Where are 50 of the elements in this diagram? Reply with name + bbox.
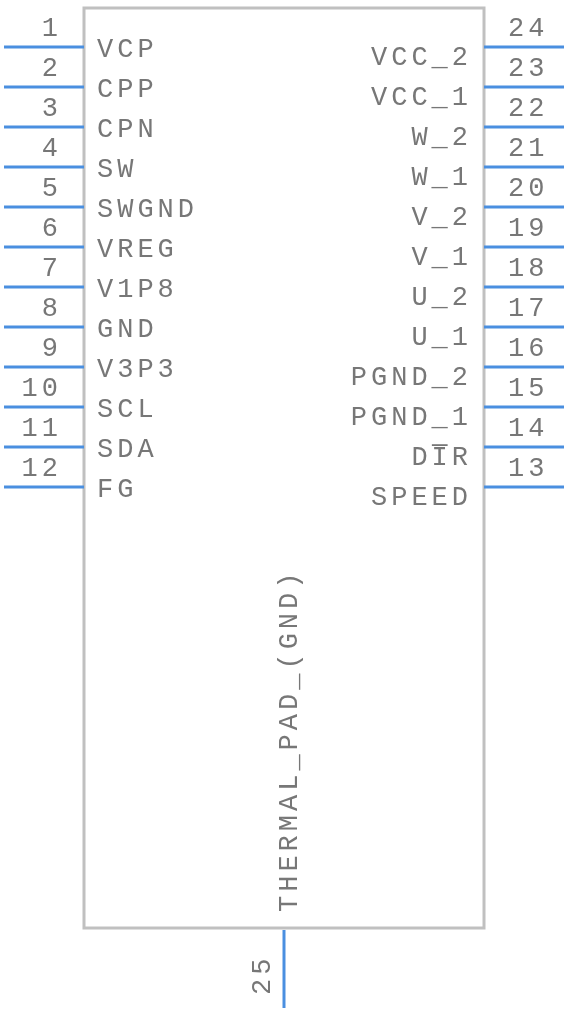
pin-number: 16 [508, 336, 549, 363]
pin-number: 11 [21, 416, 62, 443]
pin-name: U_2 [411, 285, 472, 312]
pin-number: 13 [508, 456, 549, 483]
pin-name: V1P8 [97, 277, 178, 304]
pin-name: CPP [97, 77, 158, 104]
pin-number: 24 [508, 16, 549, 43]
pin-name: FG [97, 477, 138, 504]
pin-name: THERMAL_PAD_(GND) [276, 568, 304, 912]
pin-name: SWGND [97, 197, 198, 224]
pin-number: 20 [508, 176, 549, 203]
pin-number: 14 [508, 416, 549, 443]
pin-number: 10 [21, 376, 62, 403]
pin-name: SDA [97, 437, 158, 464]
pin-number: 17 [508, 296, 549, 323]
pin-number: 23 [508, 56, 549, 83]
pin-name: W_1 [411, 165, 472, 192]
pin-number: 1 [41, 16, 62, 43]
pin-number: 8 [41, 296, 62, 323]
pin-name: V3P3 [97, 357, 178, 384]
pin-number: 19 [508, 216, 549, 243]
pin-number: 12 [21, 456, 62, 483]
pin-name: VREG [97, 237, 178, 264]
pin-number: 6 [41, 216, 62, 243]
pin-name: VCC_1 [371, 85, 472, 112]
pin-name: VCP [97, 37, 158, 64]
pin-name: PGND_2 [350, 365, 472, 392]
pin-number: 22 [508, 96, 549, 123]
pin-name: SW [97, 157, 138, 184]
pin-name: GND [97, 317, 158, 344]
pin-number: 2 [41, 56, 62, 83]
pin-name: DI̅R [411, 445, 472, 472]
pin-number: 18 [508, 256, 549, 283]
pin-name: SCL [97, 397, 158, 424]
pin-name: V_1 [411, 245, 472, 272]
pin-name: V_2 [411, 205, 472, 232]
pin-number: 15 [508, 376, 549, 403]
pin-number: 21 [508, 136, 549, 163]
pin-name: SPEED [371, 485, 472, 512]
pin-number: 4 [41, 136, 62, 163]
pin-number: 25 [250, 954, 277, 995]
pin-number: 7 [41, 256, 62, 283]
pin-number: 3 [41, 96, 62, 123]
pin-name: PGND_1 [350, 405, 472, 432]
pin-name: VCC_2 [371, 45, 472, 72]
pin-name: W_2 [411, 125, 472, 152]
pin-number: 9 [41, 336, 62, 363]
pin-number: 5 [41, 176, 62, 203]
pin-name: U_1 [411, 325, 472, 352]
pin-name: CPN [97, 117, 158, 144]
